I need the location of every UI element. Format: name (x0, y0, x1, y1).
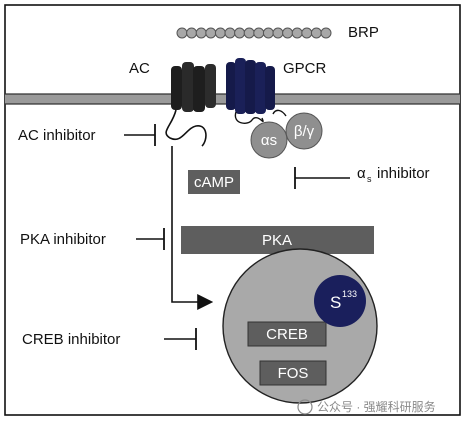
brp-bead (214, 27, 226, 39)
gpcr-loop (272, 109, 287, 117)
as-inhibitor-sub: s (367, 174, 372, 184)
gpcr-label: GPCR (283, 60, 327, 77)
brp-bead (205, 27, 217, 39)
watermark-icon (297, 399, 313, 415)
fos-label: FOS (278, 365, 309, 382)
creb-box (247, 321, 327, 347)
camp-label: cAMP (194, 174, 234, 191)
brp-bead (282, 27, 294, 39)
as-inhibitor-label: inhibitor (377, 165, 430, 182)
brp-bead (253, 27, 265, 39)
ac-label: AC (129, 60, 150, 77)
brp-bead (291, 27, 303, 39)
gpcr-protein (226, 58, 275, 124)
brp-bead-chain (176, 27, 332, 39)
g-beta-gamma-label: β/γ (294, 123, 315, 140)
signal-path-arrow (171, 146, 214, 310)
brp-bead (301, 27, 313, 39)
pka-label: PKA (262, 232, 292, 249)
ac-inhibitor-label: AC inhibitor (18, 127, 96, 144)
pka-box (181, 226, 374, 254)
fos-box (259, 360, 327, 386)
g-alpha-s-subunit (250, 121, 288, 159)
as-inhibitor-alpha: α (357, 165, 366, 182)
brp-bead (272, 27, 284, 39)
brp-bead (176, 27, 188, 39)
ac-protein (165, 62, 216, 147)
brp-label: BRP (348, 24, 379, 41)
g-alpha-s-label: αs (261, 132, 277, 149)
brp-bead (262, 27, 274, 39)
brp-bead (195, 27, 207, 39)
brp-bead (186, 27, 198, 39)
creb-label: CREB (266, 326, 308, 343)
watermark-text: 公众号 · 强耀科研服务 (317, 399, 436, 414)
brp-bead (243, 27, 255, 39)
s133-sup: 133 (342, 289, 357, 299)
camp-box (188, 170, 240, 194)
g-beta-gamma-subunit (285, 112, 323, 150)
brp-bead (224, 27, 236, 39)
brp-bead (310, 27, 322, 39)
creb-inhibitor-label: CREB inhibitor (22, 331, 120, 348)
s133-base: S (330, 293, 341, 312)
brp-bead (234, 27, 246, 39)
brp-bead (320, 27, 332, 39)
pka-inhibitor-label: PKA inhibitor (20, 231, 106, 248)
s133-site (314, 275, 366, 327)
